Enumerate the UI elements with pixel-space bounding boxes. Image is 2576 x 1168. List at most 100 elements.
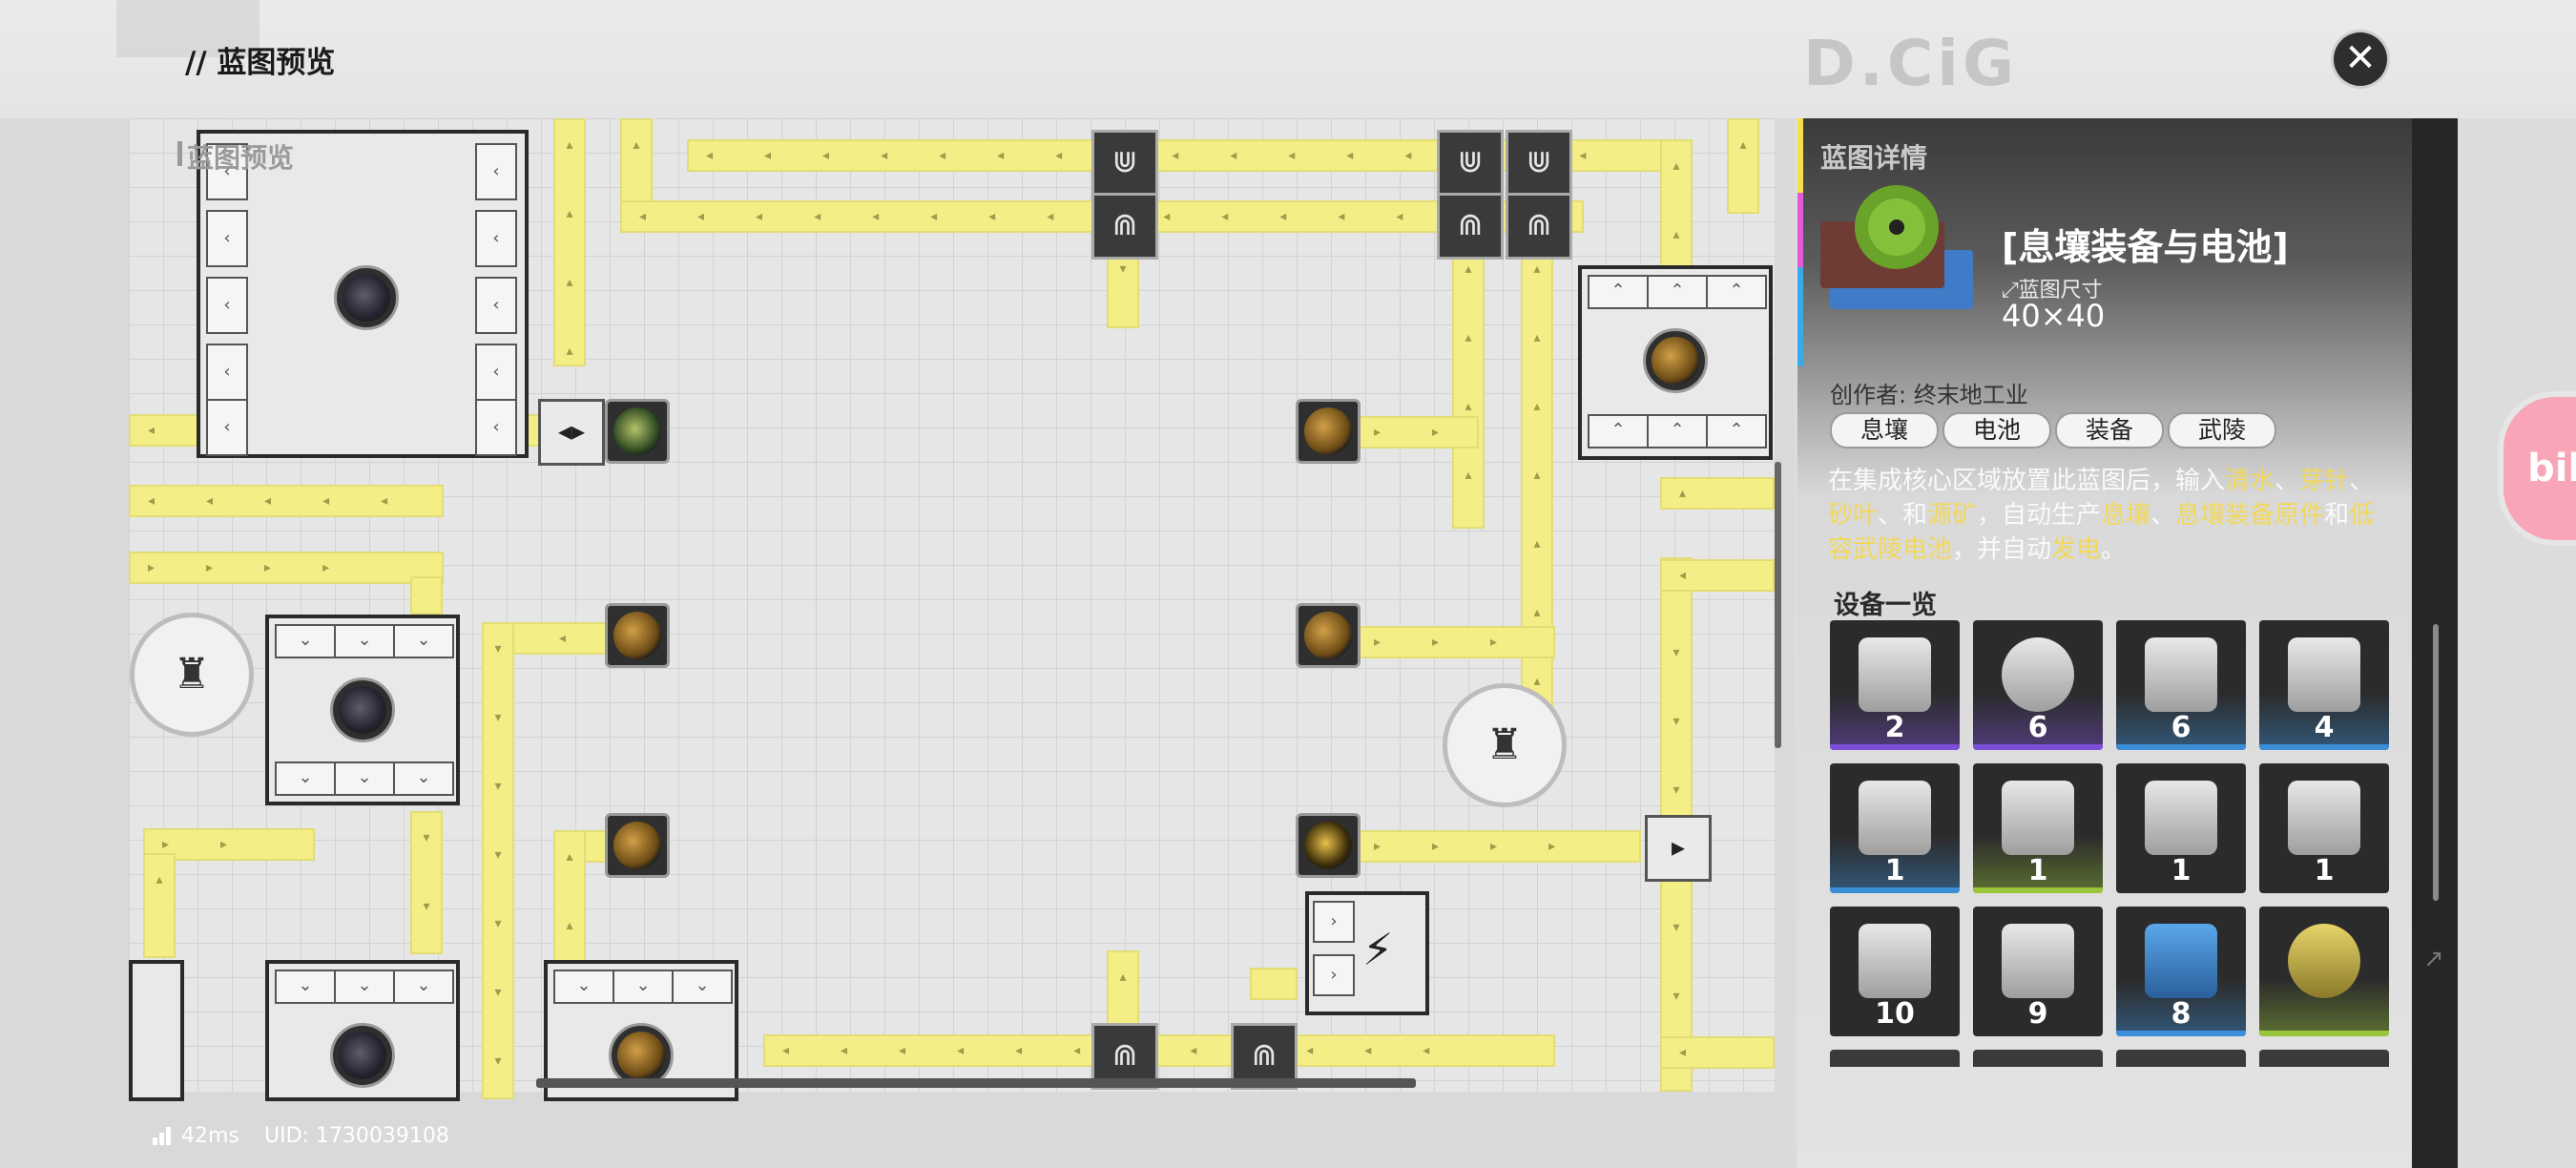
details-section-label: 蓝图详情: [1820, 142, 1928, 174]
blueprint-size-value: 40×40: [2002, 298, 2106, 334]
tag[interactable]: 息壤: [1830, 412, 1939, 448]
output-item-icon: [609, 1023, 674, 1088]
creator-info: 创作者: 终末地工业: [1830, 382, 2028, 408]
resource-node[interactable]: [1296, 603, 1361, 668]
top-bar: [0, 0, 2576, 118]
equipment-card[interactable]: 4: [2259, 620, 2389, 750]
belt-bridge[interactable]: ⋓: [1506, 130, 1572, 197]
tag[interactable]: 电池: [1942, 412, 2051, 448]
belt-bridge[interactable]: ⋓: [1437, 130, 1504, 197]
vertical-scrollbar[interactable]: [1775, 462, 1781, 748]
conveyor-belt: ▸▸▸▸: [1355, 830, 1641, 863]
blueprint-name-text: 息壤装备与电池: [2018, 226, 2273, 268]
horizontal-scrollbar[interactable]: [536, 1078, 1416, 1088]
rarity-bar: [1973, 744, 2103, 750]
panel-scroll-track[interactable]: [2412, 118, 2458, 1168]
conveyor-belt: ▴▴: [1660, 139, 1693, 292]
refining-unit[interactable]: ⌄ ⌄ ⌄ ⌄ ⌄ ⌄: [265, 615, 460, 805]
belt-bridge[interactable]: ⋒: [1437, 193, 1504, 260]
resource-node[interactable]: [605, 399, 670, 464]
conveyor-belt: ◂: [1660, 1036, 1775, 1069]
splitter[interactable]: ◂▸: [538, 399, 605, 466]
equipment-card[interactable]: [2259, 1050, 2389, 1067]
conveyor-belt: ◂◂◂◂◂◂◂◂◂◂◂◂: [763, 1034, 1555, 1067]
equipment-card[interactable]: 1: [2116, 763, 2246, 893]
panel-scroll-thumb[interactable]: [2433, 624, 2439, 901]
bilibili-floating-button[interactable]: bili: [2498, 391, 2576, 546]
rarity-bar: [1973, 887, 2103, 893]
conveyor-belt: [1250, 968, 1298, 1000]
header-decoration: [116, 0, 260, 57]
refining-unit[interactable]: ⌃ ⌃ ⌃ ⌃ ⌃ ⌃: [1578, 265, 1773, 460]
equipment-card[interactable]: [1973, 1050, 2103, 1067]
rarity-bar: [1830, 744, 1960, 750]
belt-bridge[interactable]: ⋓: [1091, 130, 1158, 197]
conveyor-belt: ▴: [620, 118, 653, 206]
resource-node[interactable]: [605, 603, 670, 668]
equipment-card[interactable]: 10: [1830, 907, 1960, 1036]
page-title: // 蓝图预览: [185, 46, 336, 80]
blueprint-description: 在集成核心区域放置此蓝图后，输入清水、芽针、砂叶、和源矿，自动生产息壤、息壤装备…: [1828, 467, 2375, 564]
expand-icon: ⤢: [2002, 279, 2019, 302]
tag[interactable]: 装备: [2055, 412, 2164, 448]
rarity-bar: [2116, 1031, 2246, 1036]
tag[interactable]: 武陵: [2168, 412, 2276, 448]
equipment-card[interactable]: 6: [2116, 620, 2246, 750]
equipment-card[interactable]: [2116, 1050, 2246, 1067]
conveyor-belt: ▾▾▾▾▾▾▾: [482, 622, 514, 1118]
equipment-card[interactable]: 6: [1973, 620, 2103, 750]
power-unit[interactable]: › › ⚡: [1305, 891, 1429, 1015]
output-item-icon: [1643, 328, 1708, 393]
rarity-bar: [2116, 744, 2246, 750]
equipment-card[interactable]: 1: [2259, 763, 2389, 893]
preview-section-label: 蓝图预览: [177, 137, 294, 176]
belt-bridge[interactable]: ⋒: [1091, 193, 1158, 260]
water-pump[interactable]: ♜: [130, 613, 254, 737]
storage-depot[interactable]: ‹ ‹ ‹ ‹ ‹ ‹ ‹ ‹ ‹ ‹: [197, 130, 529, 458]
rarity-bar: [2259, 744, 2389, 750]
equipment-card[interactable]: 2: [1830, 620, 1960, 750]
conveyor-belt: ▴▴▴▴: [1452, 242, 1485, 536]
external-link-icon[interactable]: ↗: [2423, 945, 2444, 973]
conveyor-belt: ▴: [143, 853, 176, 958]
equipment-card[interactable]: 9: [1973, 907, 2103, 1036]
conveyor-belt: [410, 576, 443, 615]
conveyor-belt: ▸▸: [1355, 416, 1479, 448]
conveyor-belt: ◂: [1660, 559, 1775, 592]
blueprint-preview-area[interactable]: ◂◂◂◂◂◂◂◂ ◂◂◂◂◂ ▴▴▴▴ ▴ ◂◂◂◂◂◂◂◂◂◂◂◂◂◂◂◂ ◂…: [0, 118, 1794, 1168]
conveyor-belt: ▾▾: [410, 811, 443, 968]
equipment-card[interactable]: 1: [1830, 763, 1960, 893]
equipment-card[interactable]: 8: [2116, 907, 2246, 1036]
conveyor-belt: ▸▸▸▸: [129, 552, 444, 584]
resource-node[interactable]: [1296, 813, 1361, 878]
conveyor-belt: ◂◂◂◂◂: [129, 485, 444, 517]
water-pump[interactable]: ♜: [1443, 683, 1567, 807]
resource-node[interactable]: [605, 813, 670, 878]
merger[interactable]: ▸: [1645, 815, 1712, 882]
equipment-card[interactable]: [2259, 907, 2389, 1036]
panel-accent-bar: [1797, 118, 1803, 366]
conveyor-belt: ▴▴▴▴: [553, 118, 586, 386]
blueprint-size-label-text: 蓝图尺寸: [2018, 279, 2103, 302]
refining-unit[interactable]: [129, 960, 184, 1101]
rarity-bar: [1830, 887, 1960, 893]
conveyor-belt: ▴▴▴▴▴▴▴▴: [1521, 242, 1553, 767]
close-x-icon: ✕: [2344, 36, 2377, 80]
equipment-card[interactable]: 1: [1973, 763, 2103, 893]
output-item-icon: [330, 678, 395, 742]
power-bolt-icon: ⚡: [1362, 924, 1394, 975]
signal-icon: [153, 1126, 174, 1145]
equipment-card[interactable]: [1830, 1050, 1960, 1067]
conveyor-belt: ▴: [1107, 950, 1139, 1038]
conveyor-belt: ▴: [1727, 118, 1759, 214]
conveyor-belt: ▴: [1660, 477, 1775, 510]
refining-unit[interactable]: ⌄ ⌄ ⌄: [265, 960, 460, 1101]
resource-node[interactable]: [1296, 399, 1361, 464]
belt-bridge[interactable]: ⋒: [1506, 193, 1572, 260]
close-button[interactable]: ✕: [2334, 32, 2387, 86]
brand-logo: D.CiG: [1803, 27, 2019, 100]
user-uid: UID: 1730039108: [264, 1124, 449, 1148]
blueprint-icon: [1811, 183, 1984, 317]
conveyor-belt: ▸▸▸: [1355, 626, 1555, 658]
refining-unit[interactable]: ⌄ ⌄ ⌄: [544, 960, 738, 1101]
